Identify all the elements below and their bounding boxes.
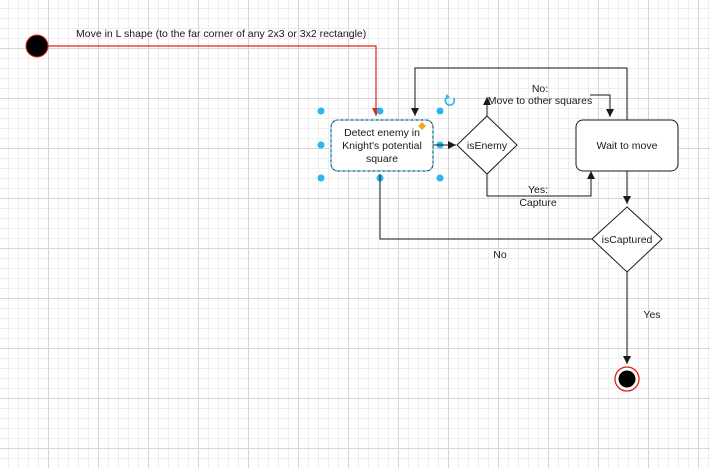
is-captured-label: isCaptured bbox=[602, 234, 653, 246]
edge-no-label-line-2: Move to other squares bbox=[488, 95, 592, 107]
detect-node-line-3: square bbox=[366, 153, 398, 165]
resize-handle-icon[interactable] bbox=[317, 174, 325, 182]
resize-handle-icon[interactable] bbox=[376, 107, 384, 115]
is-enemy-label: isEnemy bbox=[467, 140, 508, 152]
resize-handle-icon[interactable] bbox=[436, 174, 444, 182]
edge-start-to-detect[interactable] bbox=[48, 45, 380, 116]
rotate-handle-icon[interactable] bbox=[444, 94, 456, 106]
edge-isenemy-no-to-wait[interactable] bbox=[590, 94, 614, 117]
detect-node-line-2: Knight's potential bbox=[342, 140, 422, 152]
start-node[interactable] bbox=[25, 34, 49, 58]
edge-iscaptured-no[interactable] bbox=[379, 174, 592, 240]
detect-enemy-node[interactable]: Detect enemy in Knight's potential squar… bbox=[330, 119, 434, 172]
edge-no-label-line-1: No: bbox=[532, 83, 548, 95]
edge-isenemy-yes[interactable] bbox=[486, 171, 595, 197]
resize-handle-icon[interactable] bbox=[317, 107, 325, 115]
corner-radius-handle-icon[interactable] bbox=[418, 122, 426, 130]
wait-node-label: Wait to move bbox=[597, 140, 658, 152]
edge-start-label: Move in L shape (to the far corner of an… bbox=[76, 28, 366, 40]
is-captured-decision[interactable]: isCaptured bbox=[591, 206, 663, 273]
resize-handle-icon[interactable] bbox=[317, 141, 325, 149]
edge-wait-loop-to-detect[interactable] bbox=[411, 67, 628, 120]
end-node[interactable] bbox=[614, 366, 640, 392]
resize-handle-icon[interactable] bbox=[436, 107, 444, 115]
edge-no-captured-label: No bbox=[493, 249, 507, 261]
edge-yes-label-line-1: Yes: bbox=[528, 184, 548, 196]
is-enemy-decision[interactable]: isEnemy bbox=[456, 115, 518, 175]
edge-yes-label-line-2: Capture bbox=[519, 197, 557, 209]
detect-node-line-1: Detect enemy in bbox=[344, 127, 420, 139]
wait-to-move-node[interactable]: Wait to move bbox=[575, 119, 679, 172]
edge-yes-captured-label: Yes bbox=[643, 309, 660, 321]
